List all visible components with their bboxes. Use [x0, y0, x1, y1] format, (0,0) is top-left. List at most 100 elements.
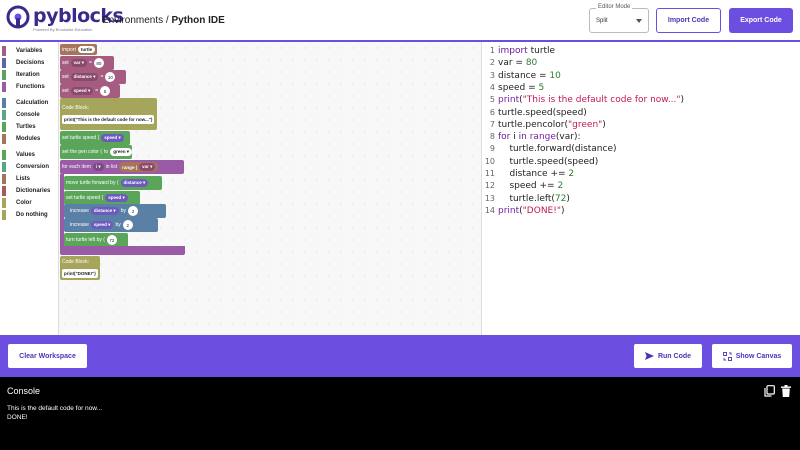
in-list-label: in list [105, 164, 118, 170]
breadcrumb-parent[interactable]: Environments [102, 15, 164, 26]
app-header: pyblocks Powered By Brookside Education … [0, 0, 800, 42]
number-field[interactable]: 2 [122, 220, 133, 230]
toolbox-category-modules[interactable]: Modules [0, 133, 58, 145]
number-field[interactable]: 80 [93, 58, 104, 68]
export-code-button[interactable]: Export Code [729, 8, 793, 33]
set-distance-block[interactable]: set distance ▾ = 10 [60, 70, 126, 84]
color-dropdown[interactable]: green ▾ [110, 148, 132, 156]
toolbox-category-variables[interactable]: Variables [0, 45, 58, 57]
variable-dropdown[interactable]: speed ▾ [70, 87, 94, 95]
equals-sign: = [95, 88, 99, 94]
show-canvas-label: Show Canvas [735, 352, 782, 360]
increase-label: increase [70, 222, 89, 228]
category-color-swatch [2, 82, 6, 92]
line-number: 11 [484, 169, 495, 178]
editor-mode-select[interactable]: Split [589, 8, 649, 33]
set-pen-color-block[interactable]: set the pen color ( to green ▾ [60, 145, 132, 159]
toolbox-category-turtles[interactable]: Turtles [0, 121, 58, 133]
set-keyword: set [62, 60, 69, 66]
block-workspace[interactable]: import turtle set var ▾ = 80 set distanc… [59, 42, 481, 335]
export-code-label: Export Code [740, 17, 782, 24]
increase-distance-block[interactable]: increase distance ▾ by 2 [64, 204, 166, 218]
show-canvas-button[interactable]: Show Canvas [711, 343, 793, 369]
category-color-swatch [2, 70, 6, 80]
code-block-label: Code Block: [62, 104, 89, 111]
line-number: 5 [489, 95, 495, 105]
loop-variable-dropdown[interactable]: i ▾ [92, 163, 104, 171]
variable-dropdown[interactable]: distance ▾ [120, 179, 149, 187]
toolbox-category-color[interactable]: Color [0, 197, 58, 209]
clear-workspace-label: Clear Workspace [19, 352, 76, 360]
for-each-block[interactable]: for each item i ▾ in list range ( var ▾ [60, 160, 184, 174]
line-number: 13 [484, 193, 495, 203]
category-color-swatch [2, 58, 6, 68]
code-text: print("DONE!") [498, 205, 565, 216]
logo-text: pyblocks [33, 5, 124, 27]
number-field[interactable]: 5 [100, 86, 111, 96]
line-number: 9 [489, 144, 495, 154]
copy-icon[interactable] [764, 385, 775, 397]
toolbox-category-decisions[interactable]: Decisions [0, 57, 58, 69]
toolbox-category-label: Lists [16, 176, 31, 182]
variable-dropdown[interactable]: speed ▾ [90, 221, 114, 229]
set-var-block[interactable]: set var ▾ = 80 [60, 56, 114, 70]
variable-dropdown[interactable]: speed ▾ [101, 134, 124, 142]
range-block[interactable]: range ( var ▾ [119, 162, 159, 172]
set-speed-block[interactable]: set speed ▾ = 5 [60, 84, 120, 98]
line-number: 4 [489, 82, 495, 92]
line-number: 14 [484, 205, 495, 215]
category-color-swatch [2, 122, 6, 132]
for-each-body-rail [60, 174, 64, 246]
toolbox-category-dictionaries[interactable]: Dictionaries [0, 185, 58, 197]
import-code-button[interactable]: Import Code [656, 8, 721, 33]
set-turtle-speed-block[interactable]: set turtle speed ( speed ▾ [64, 191, 140, 205]
set-turtle-speed-block[interactable]: set turtle speed ( speed ▾ [60, 131, 130, 145]
line-number: 1 [489, 46, 495, 55]
variable-dropdown[interactable]: speed ▾ [105, 194, 128, 202]
number-field[interactable]: 10 [105, 72, 116, 82]
code-text: for i in range(var): [498, 132, 581, 143]
variable-dropdown[interactable]: var ▾ [70, 59, 87, 67]
toolbox-category-values[interactable]: Values [0, 149, 58, 161]
code-text: print("This is the default code for now.… [498, 95, 685, 106]
variable-dropdown[interactable]: var ▾ [139, 163, 156, 171]
toolbox-category-label: Turtles [16, 124, 36, 130]
line-number: 7 [489, 119, 495, 129]
category-color-swatch [2, 150, 6, 160]
toolbox-category-console[interactable]: Console [0, 109, 58, 121]
set-keyword: set [62, 88, 69, 94]
code-block[interactable]: Code Block: print("DONE!") [60, 256, 100, 280]
toolbox-category-lists[interactable]: Lists [0, 173, 58, 185]
increase-speed-block[interactable]: increase speed ▾ by 2 [64, 218, 158, 232]
line-number: 12 [484, 181, 495, 191]
code-block-text[interactable]: print("DONE!") [62, 268, 98, 278]
line-number: 8 [489, 132, 495, 142]
breadcrumb: Environments / Python IDE [102, 15, 225, 26]
move-forward-block[interactable]: move turtle forward by ( distance ▾ [64, 176, 162, 190]
code-block-text[interactable]: print("This is the default code for now.… [62, 114, 155, 124]
code-text: var = 80 [498, 58, 538, 69]
turn-left-block[interactable]: turn turtle left by ( 72 [64, 233, 128, 247]
play-icon [644, 352, 654, 360]
code-block[interactable]: Code Block: print("This is the default c… [60, 98, 157, 130]
clear-workspace-button[interactable]: Clear Workspace [7, 343, 88, 369]
trash-icon[interactable] [781, 385, 791, 397]
code-text: distance = 10 [498, 70, 561, 81]
code-text: speed += 2 [509, 181, 564, 192]
variable-dropdown[interactable]: distance ▾ [90, 207, 119, 215]
toolbox-category-calculation[interactable]: Calculation [0, 97, 58, 109]
number-field[interactable]: 72 [106, 235, 117, 245]
variable-dropdown[interactable]: distance ▾ [70, 73, 99, 81]
by-label: by [115, 222, 121, 228]
number-field[interactable]: 2 [127, 206, 138, 216]
import-module-field[interactable]: turtle [77, 46, 96, 53]
category-color-swatch [2, 162, 6, 172]
import-block[interactable]: import turtle [60, 44, 98, 55]
toolbox-category-iteration[interactable]: Iteration [0, 69, 58, 81]
toolbox-category-do-nothing[interactable]: Do nothing [0, 209, 58, 221]
toolbox-category-functions[interactable]: Functions [0, 81, 58, 93]
toolbox-category-conversion[interactable]: Conversion [0, 161, 58, 173]
run-code-button[interactable]: Run Code [633, 343, 703, 369]
